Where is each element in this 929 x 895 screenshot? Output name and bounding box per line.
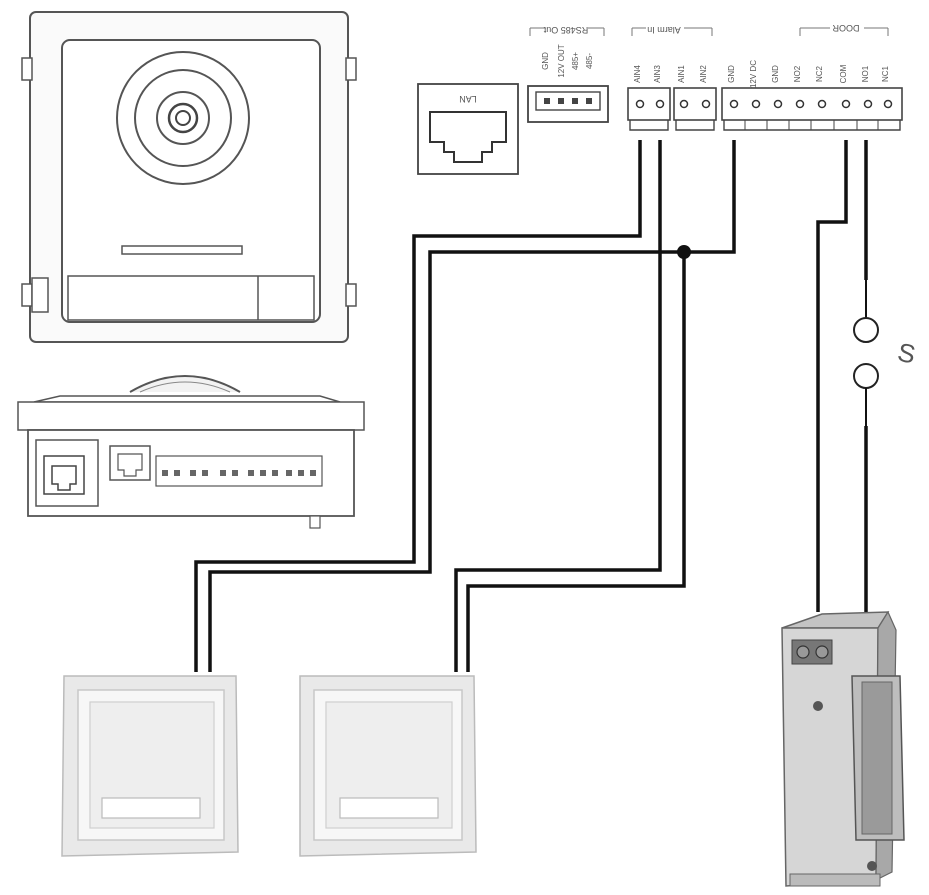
camera-lens-icon (116, 51, 250, 185)
lan-port: LAN (417, 83, 519, 175)
wiring (194, 140, 868, 672)
door-pin-label: COM (839, 64, 848, 83)
terminal-block-side-icon (155, 455, 323, 487)
rs485-pin-label: 12V OUT (557, 44, 566, 77)
switch-symbol-label: S (895, 337, 918, 370)
wire-ain4 (194, 140, 642, 672)
lan-label: LAN (459, 94, 477, 104)
alarm-in-terminal-block: Alarm In AIN4 AIN3 AIN1 AIN2 (627, 25, 717, 131)
rs485-pin-label: 485+ (571, 52, 580, 70)
rs485-connector: RS485 Out GND 12V OUT 485+ 485- (527, 25, 609, 123)
alarm-pin-label: AIN1 (677, 65, 686, 83)
door-group-label: DOOR (832, 23, 860, 33)
door-pin-label: NC1 (881, 65, 890, 82)
alarm-pin-label: AIN4 (633, 65, 642, 83)
wire-gnd-left-switch (208, 140, 736, 672)
power-pin-label: GND (771, 65, 780, 83)
rs485-pin-label: GND (541, 52, 550, 70)
intercom-module-side (17, 375, 365, 529)
alarm-pin-label: AIN2 (699, 65, 708, 83)
alarm-group-label: Alarm In (647, 25, 681, 35)
wire-ain3 (454, 140, 662, 672)
exit-switch-symbol: S (853, 280, 918, 426)
electric-strike-lock (781, 610, 905, 887)
door-pin-label: NO2 (793, 65, 802, 82)
push-button-left (61, 675, 239, 857)
wire-com (816, 140, 848, 612)
rs485-pin-label: 485- (585, 53, 594, 69)
junction-dot (677, 245, 691, 259)
alarm-pin-label: AIN3 (653, 65, 662, 83)
door-pin-label: NC2 (815, 65, 824, 82)
intercom-module-front (21, 11, 357, 343)
power-pin-label: 12V DC (749, 60, 758, 88)
power-pin-label: GND (727, 65, 736, 83)
wire-gnd-right-switch (466, 252, 686, 672)
power-door-terminal-block: DOOR GND 12V DC GND NO2 NC2 COM NO1 NC1 (721, 23, 903, 131)
push-button-right (299, 675, 477, 857)
ethernet-port-icon (43, 455, 85, 495)
door-pin-label: NO1 (861, 65, 870, 82)
rs485-group-label: RS485 Out (543, 25, 588, 35)
